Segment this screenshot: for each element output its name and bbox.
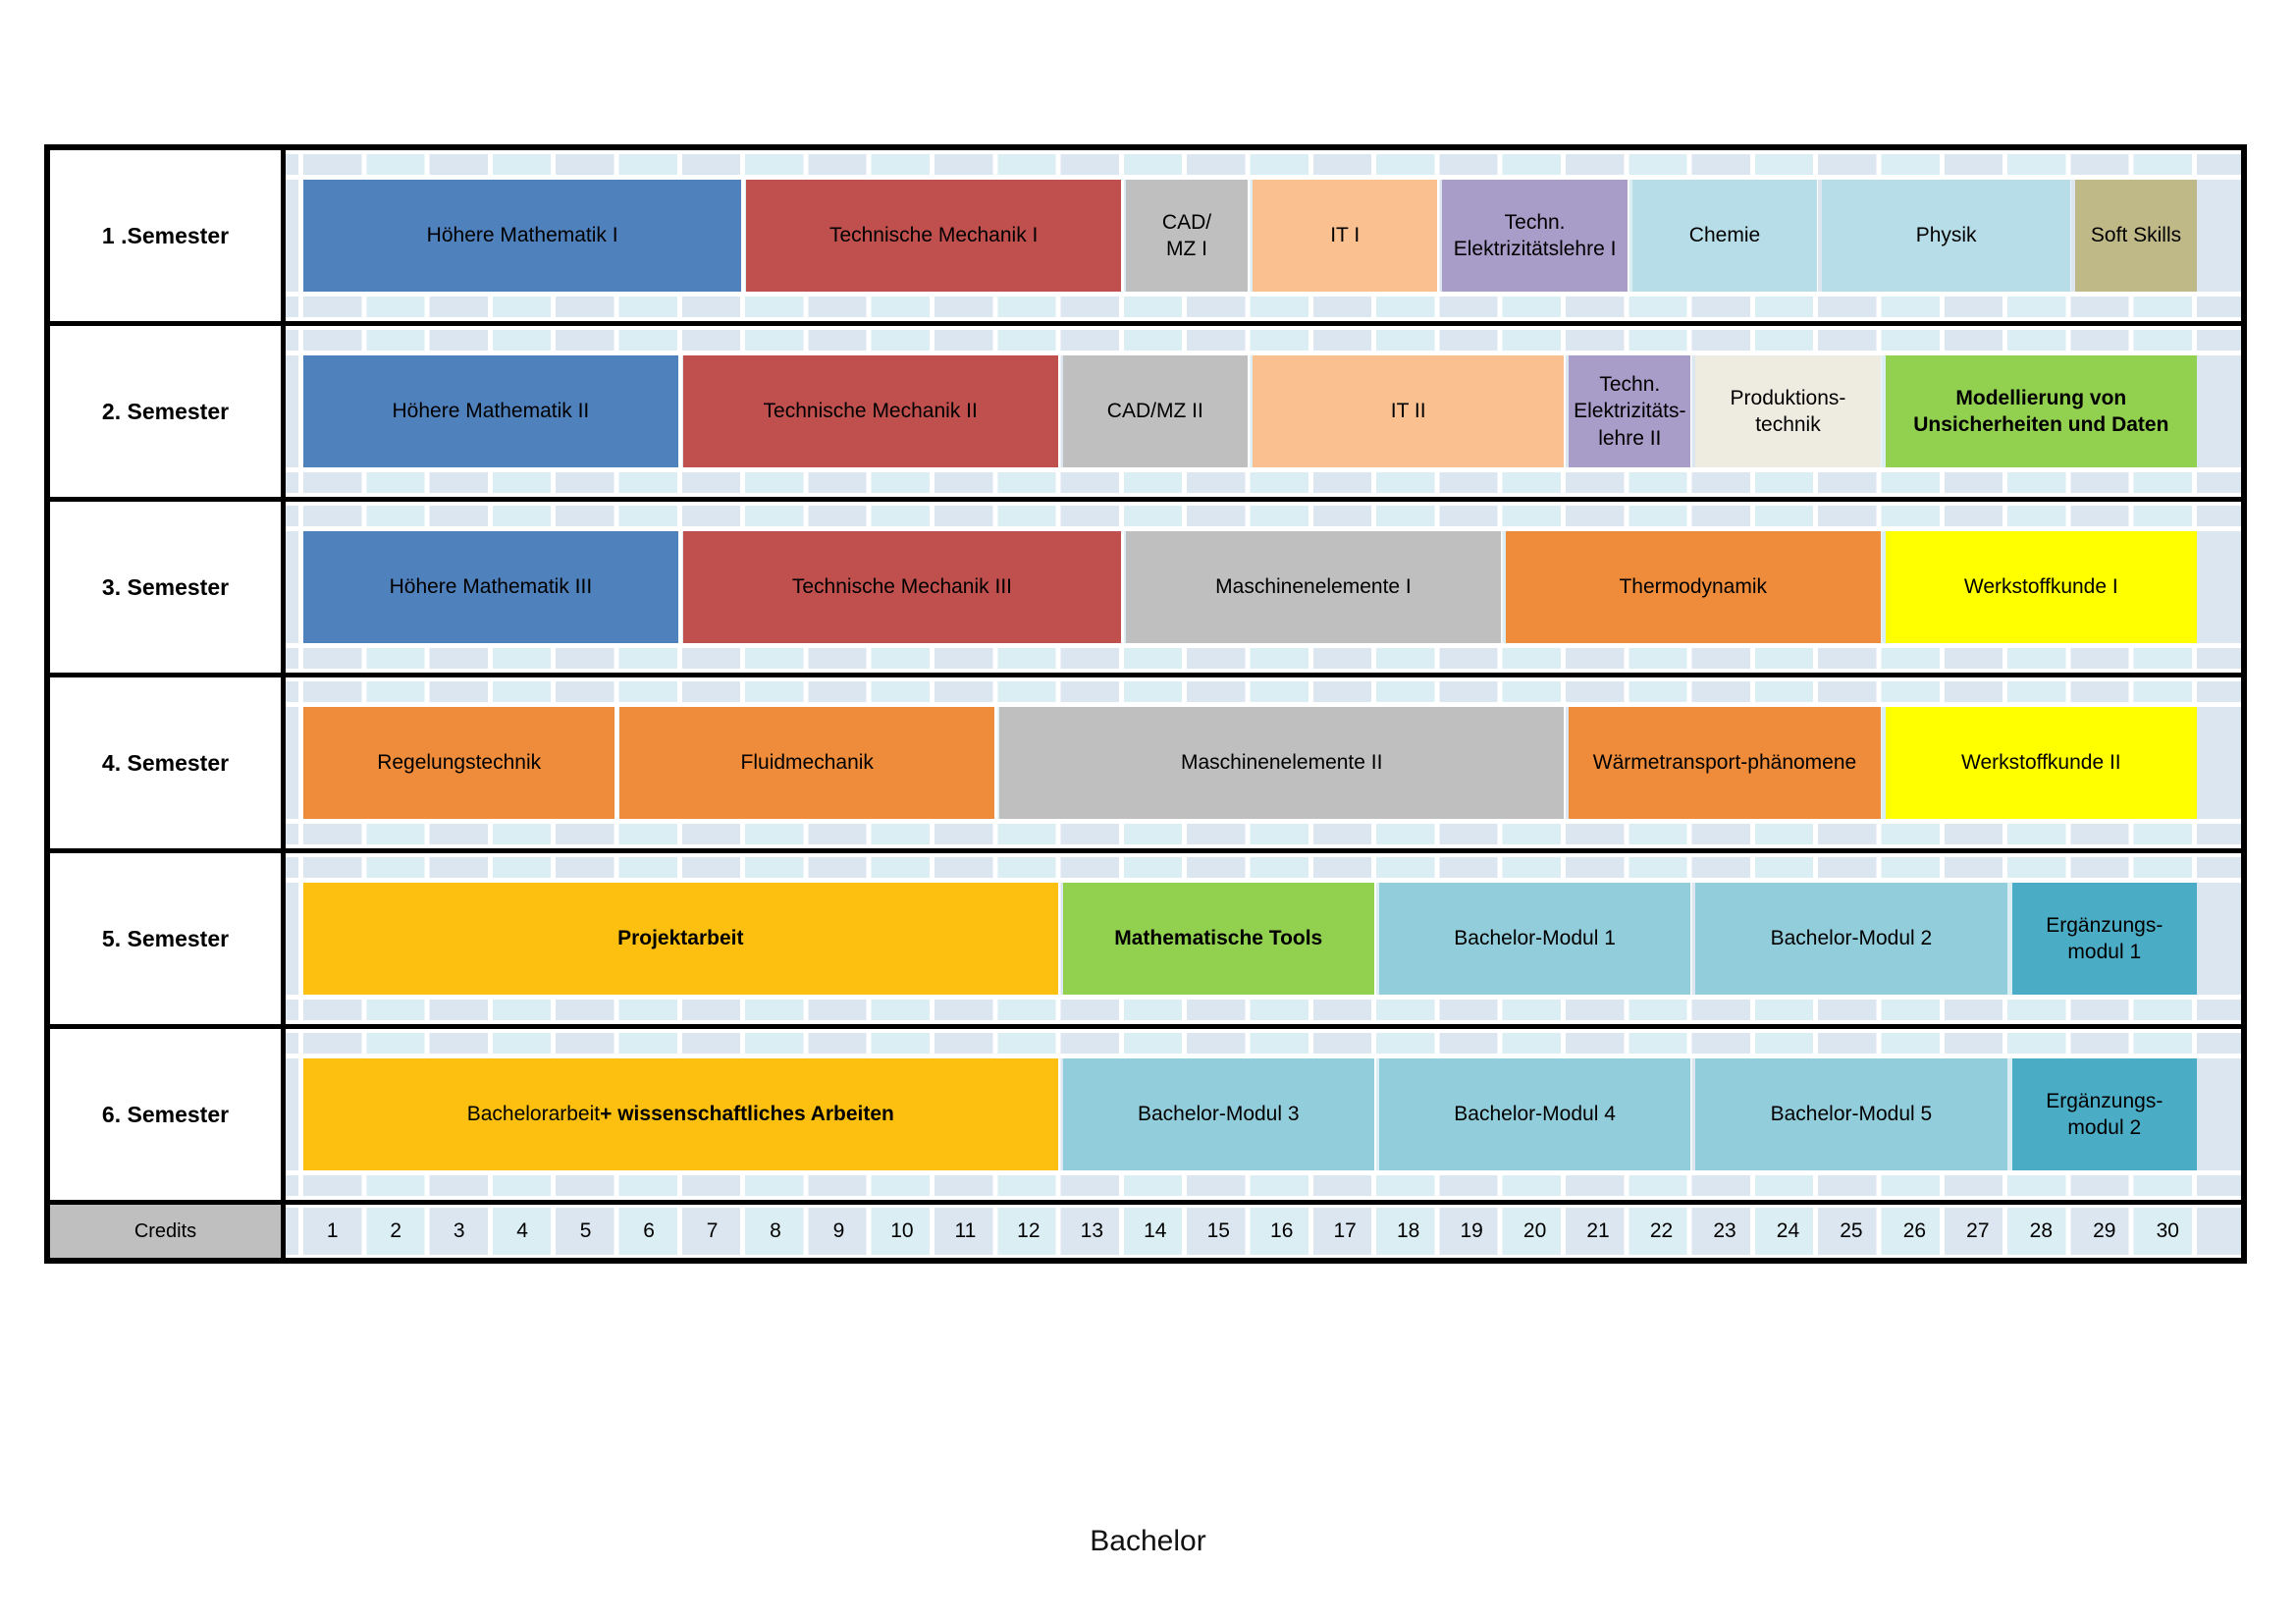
credit-number-9: 9 (832, 1219, 845, 1242)
module-mathematische-tools: Mathematische Tools (1062, 883, 1374, 995)
module-maschinenelemente-i: Maschinenelemente I (1126, 531, 1501, 643)
module-hoehere-mathematik-iii: Höhere Mathematik III (303, 531, 678, 643)
module-physik: Physik (1822, 180, 2071, 292)
credit-number-25: 25 (1840, 1219, 1863, 1242)
module-maschinenelemente-ii: Maschinenelemente II (999, 707, 1565, 819)
credit-number-4: 4 (516, 1219, 528, 1242)
credit-number-24: 24 (1776, 1219, 1800, 1242)
module-werkstoffkunde-ii: Werkstoffkunde II (1885, 707, 2197, 819)
module-werkstoffkunde-i: Werkstoffkunde I (1885, 531, 2197, 643)
credit-number-20: 20 (1522, 1219, 1547, 1242)
semester-grid-6: Bachelorarbeit + wissenschaftliches Arbe… (286, 1029, 2241, 1200)
credit-number-23: 23 (1713, 1219, 1736, 1242)
module-cad-mz-i: CAD/ MZ I (1126, 180, 1248, 292)
credit-number-11: 11 (954, 1219, 977, 1242)
credit-number-7: 7 (706, 1219, 719, 1242)
credit-number-2: 2 (390, 1219, 402, 1242)
credit-number-21: 21 (1586, 1219, 1610, 1242)
module-bachelor-modul-2: Bachelor-Modul 2 (1695, 883, 2007, 995)
module-it-i: IT I (1252, 180, 1438, 292)
semester-label-6: 6. Semester (50, 1029, 286, 1200)
module-regelungstechnik: Regelungstechnik (303, 707, 615, 819)
module-cad-mz-ii: CAD/MZ II (1062, 355, 1248, 467)
module-bachelor-modul-3: Bachelor-Modul 3 (1062, 1058, 1374, 1170)
credit-number-5: 5 (579, 1219, 592, 1242)
module-bachelorarbeit-wissenschaftliches-arbeiten: Bachelorarbeit + wissenschaftliches Arbe… (303, 1058, 1058, 1170)
module-thermodynamik: Thermodynamik (1505, 531, 1881, 643)
module-fluidmechanik: Fluidmechanik (619, 707, 995, 819)
credit-number-14: 14 (1144, 1219, 1167, 1242)
module-chemie: Chemie (1631, 180, 1818, 292)
module-text-regular: Bachelorarbeit (466, 1103, 601, 1126)
credit-number-17: 17 (1333, 1219, 1357, 1242)
module-bachelor-modul-4: Bachelor-Modul 4 (1378, 1058, 1691, 1170)
credit-number-30: 30 (2156, 1219, 2179, 1242)
credit-number-8: 8 (770, 1219, 781, 1242)
credit-number-13: 13 (1080, 1219, 1103, 1242)
semester-label-4: 4. Semester (50, 677, 286, 848)
module-ergaenzungs-modul-1: Ergänzungs- modul 1 (2011, 883, 2197, 995)
module-soft-skills: Soft Skills (2075, 180, 2197, 292)
credits-label: Credits (50, 1205, 286, 1258)
credit-number-29: 29 (2093, 1219, 2116, 1242)
module-text-bold: + wissenschaftliches Arbeiten (600, 1103, 894, 1126)
module-bachelor-modul-5: Bachelor-Modul 5 (1695, 1058, 2007, 1170)
credit-number-16: 16 (1270, 1219, 1294, 1242)
credit-number-6: 6 (643, 1219, 655, 1242)
module-ergaenzungs-modul-2: Ergänzungs- modul 2 (2011, 1058, 2197, 1170)
module-produktions-technik: Produktions- technik (1695, 355, 1881, 467)
credit-number-12: 12 (1017, 1219, 1041, 1242)
page-title: Bachelor (1090, 1525, 1206, 1557)
semester-label-1: 1 .Semester (50, 150, 286, 321)
module-it-ii: IT II (1252, 355, 1565, 467)
module-projektarbeit: Projektarbeit (303, 883, 1058, 995)
module-technische-mechanik-iii: Technische Mechanik III (682, 531, 1122, 643)
credit-number-19: 19 (1460, 1219, 1483, 1242)
semester-label-5: 5. Semester (50, 853, 286, 1024)
module-techn-elektrizitaets-lehre-ii: Techn. Elektrizitäts- lehre II (1569, 355, 1691, 467)
module-hoehere-mathematik-ii: Höhere Mathematik II (303, 355, 678, 467)
credit-number-18: 18 (1396, 1219, 1420, 1242)
module-blocks: Bachelorarbeit + wissenschaftliches Arbe… (303, 1058, 2197, 1170)
module-hoehere-mathematik-i: Höhere Mathematik I (303, 180, 742, 292)
credit-number-15: 15 (1206, 1219, 1230, 1242)
module-waermetransport-phaenomene: Wärmetransport-phänomene (1569, 707, 1881, 819)
credit-number-10: 10 (890, 1219, 914, 1242)
module-bachelor-modul-1: Bachelor-Modul 1 (1378, 883, 1691, 995)
credit-number-22: 22 (1649, 1219, 1674, 1242)
credit-number-3: 3 (453, 1219, 465, 1242)
credit-number-1: 1 (326, 1219, 339, 1242)
semester-label-3: 3. Semester (50, 502, 286, 673)
module-technische-mechanik-i: Technische Mechanik I (746, 180, 1122, 292)
module-modellierung-von-unsicherheiten-und-daten: Modellierung von Unsicherheiten und Date… (1885, 355, 2197, 467)
credit-number-28: 28 (2029, 1219, 2053, 1242)
credit-number-27: 27 (1966, 1219, 1990, 1242)
module-techn-elektrizitaetslehre-i: Techn. Elektrizitätslehre I (1442, 180, 1628, 292)
semester-label-2: 2. Semester (50, 326, 286, 497)
module-technische-mechanik-ii: Technische Mechanik II (682, 355, 1058, 467)
credit-number-26: 26 (1902, 1219, 1927, 1242)
